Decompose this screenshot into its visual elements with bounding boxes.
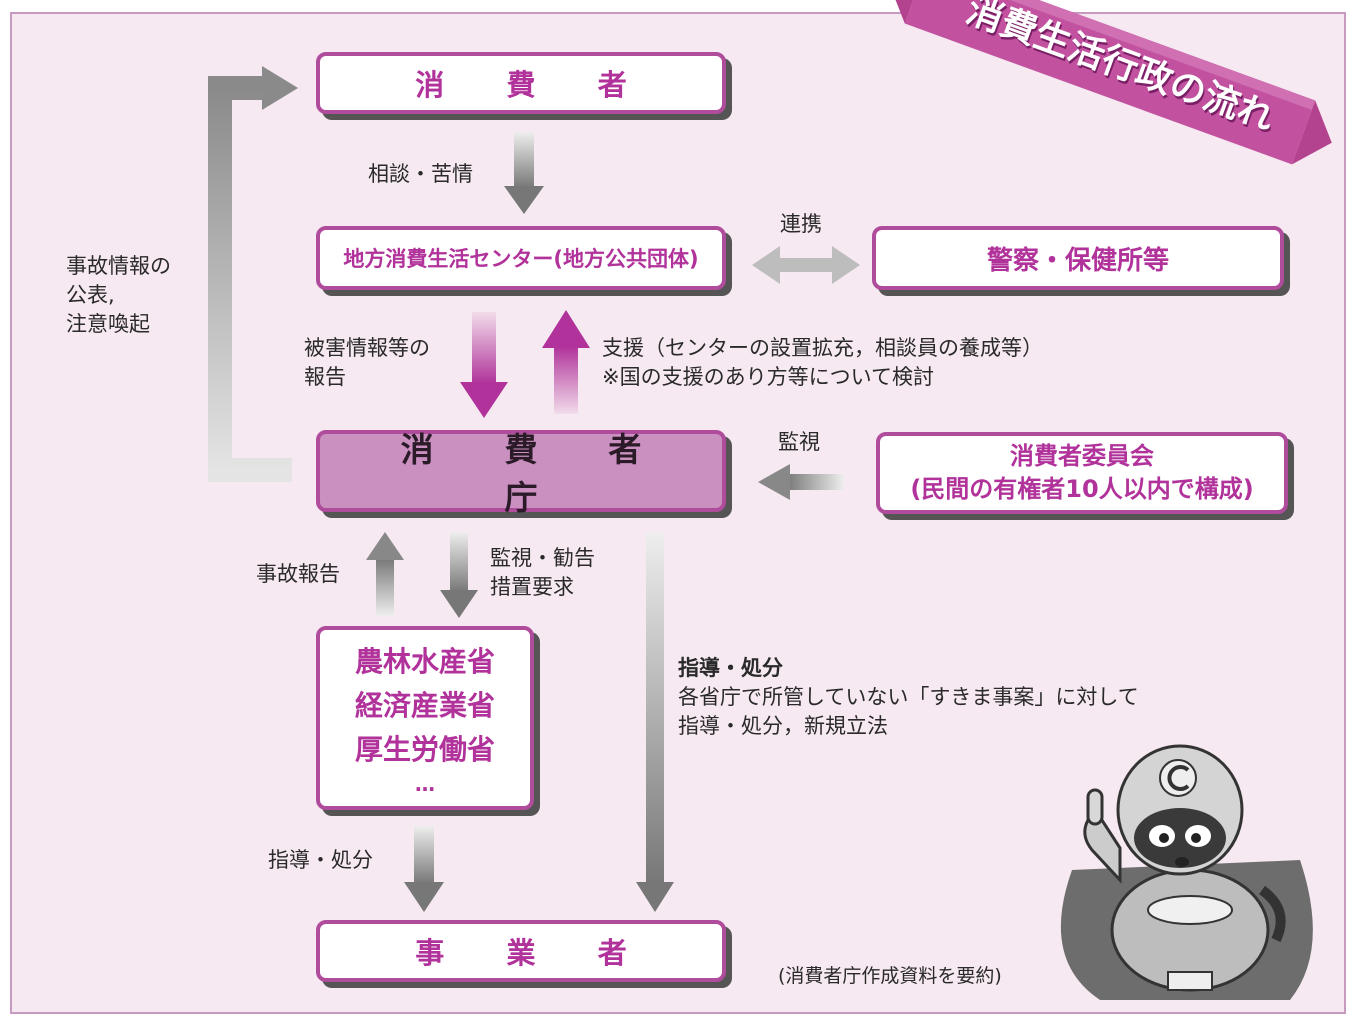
accident-report-arrow-shaft: [376, 558, 394, 616]
source-note: (消費者庁作成資料を要約): [778, 965, 1002, 987]
damage-report-label: 被害情報等の 報告: [304, 334, 430, 392]
guidance-desc-line: 各省庁で所管していない「すきま事案」に対して: [678, 685, 1139, 709]
police-label: 警察・保健所等: [986, 245, 1169, 276]
agency-box: 消 費 者 庁: [316, 430, 726, 517]
consult-label: 相談・苦情: [368, 162, 473, 186]
monitor-advise-line: 措置要求: [490, 575, 574, 599]
police-box: 警察・保健所等: [872, 226, 1284, 290]
ministries-box: 農林水産省 経済産業省 厚生労働省 …: [316, 626, 534, 810]
support-line: 支援（センターの設置拡充，相談員の養成等）: [602, 336, 1043, 360]
committee-label-line2: (民間の有権者10人以内で構成): [910, 475, 1254, 503]
cooperation-arrow-shaft: [778, 258, 834, 272]
center-box: 地方消費生活センター(地方公共団体): [316, 226, 726, 290]
ministry-item: 農林水産省: [354, 645, 495, 678]
ministry-guidance-arrow-shaft: [414, 826, 434, 884]
monitor-advise-label: 監視・勧告 措置要求: [490, 544, 595, 602]
center-label: 地方消費生活センター(地方公共団体): [343, 247, 699, 271]
publicize-loop-arrow: [208, 76, 292, 482]
ministry-item: 経済産業省: [354, 689, 495, 722]
monitor-advise-arrow-head: [440, 590, 478, 618]
damage-report-line: 被害情報等の: [304, 336, 430, 360]
business-label: 事 業 者: [415, 936, 653, 970]
guidance-label: 指導・処分 各省庁で所管していない「すきま事案」に対して 指導・処分，新規立法: [678, 654, 1139, 741]
guidance-title: 指導・処分: [678, 656, 783, 680]
support-arrow-shaft: [554, 346, 578, 414]
accident-report-label: 事故報告: [256, 562, 340, 586]
mascot-icon: [1060, 744, 1313, 1000]
damage-report-arrow-head: [460, 382, 508, 418]
publicize-arrow-head: [262, 66, 298, 110]
monitor-advise-line: 監視・勧告: [490, 546, 595, 570]
ministry-guidance-label: 指導・処分: [268, 848, 373, 872]
damage-report-line: 報告: [304, 365, 346, 389]
agency-label: 消 費 者 庁: [400, 430, 672, 517]
consumer-label: 消 費 者: [415, 68, 653, 102]
ministry-guidance-arrow-head: [404, 882, 444, 912]
ministry-ellipsis: …: [415, 772, 435, 796]
support-label: 支援（センターの設置拡充，相談員の養成等） ※国の支援のあり方等について検討: [602, 334, 1043, 392]
monitor-arrow-head: [758, 464, 790, 500]
support-line: ※国の支援のあり方等について検討: [602, 365, 934, 389]
committee-box: 消費者委員会 (民間の有権者10人以内で構成): [876, 432, 1288, 514]
publicize-line: 公表,: [66, 283, 115, 307]
consult-arrow-shaft: [514, 132, 534, 188]
committee-label-line1: 消費者委員会: [1010, 442, 1154, 470]
ministry-item: 厚生労働省: [354, 733, 495, 766]
business-box: 事 業 者: [316, 920, 726, 982]
damage-report-arrow-shaft: [472, 312, 496, 384]
cooperation-label: 連携: [780, 212, 822, 236]
support-arrow-head: [542, 310, 590, 348]
consult-arrow-head: [504, 186, 544, 214]
monitor-arrow-shaft: [786, 474, 844, 490]
publicize-line: 注意喚起: [66, 312, 150, 336]
guidance-desc-line: 指導・処分，新規立法: [678, 714, 888, 738]
publicize-line: 事故情報の: [66, 254, 171, 278]
guidance-arrow-shaft: [646, 532, 664, 884]
monitor-label: 監視: [778, 430, 820, 454]
publicize-label: 事故情報の 公表, 注意喚起: [66, 252, 171, 339]
accident-report-arrow-head: [366, 532, 404, 560]
guidance-arrow-head: [636, 882, 674, 912]
monitor-advise-arrow-shaft: [450, 532, 468, 592]
consumer-box: 消 費 者: [316, 52, 726, 114]
